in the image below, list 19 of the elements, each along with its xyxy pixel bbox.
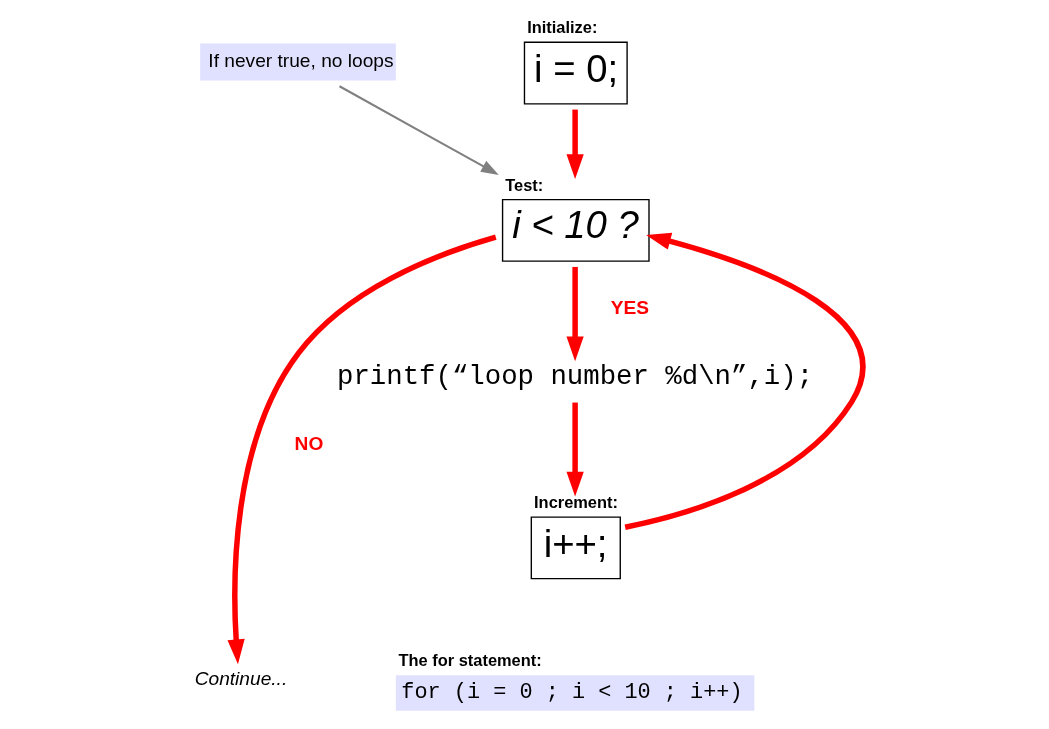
- arrow: [565, 266, 584, 362]
- node-box: i = 0;: [523, 41, 628, 105]
- node-text: Continue...: [194, 667, 287, 689]
- edge-label: NO: [294, 432, 323, 454]
- node-label: The for statement:: [398, 651, 542, 670]
- arrow: [565, 402, 584, 497]
- node-box: i < 10 ?: [501, 198, 650, 262]
- node-box: for (i = 0 ; i < 10 ; i++): [395, 675, 754, 711]
- node-label: Test:: [504, 175, 543, 194]
- edge-label: YES: [610, 297, 649, 319]
- arrow: [227, 234, 497, 665]
- node-box: i++;: [530, 516, 621, 580]
- node-label: Initialize:: [526, 18, 597, 37]
- arrow: [338, 85, 499, 175]
- node-text: printf(“loop number %d\n”,i);: [336, 361, 813, 393]
- arrow: [565, 109, 584, 180]
- arrow: [624, 232, 865, 530]
- node-label: Increment:: [533, 493, 618, 512]
- node-box: If never true, no loops: [199, 43, 396, 81]
